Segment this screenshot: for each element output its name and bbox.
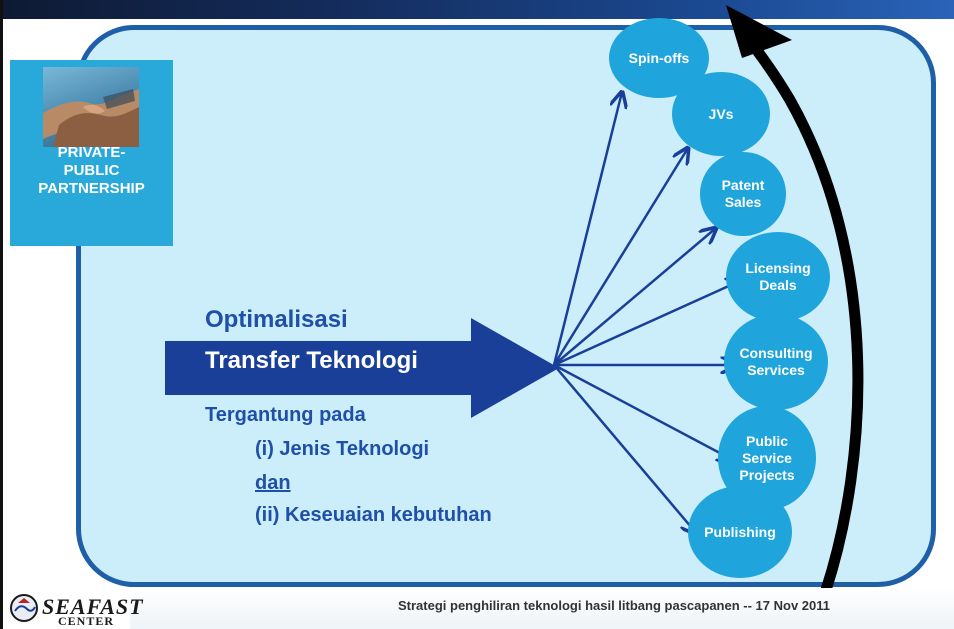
bubble-licensing-deals: Licensing Deals — [726, 232, 830, 322]
cycle-arrow — [734, 22, 864, 596]
footer-text: Strategi penghiliran teknologi hasil lit… — [398, 598, 830, 613]
connector-arrow-7 — [553, 364, 697, 534]
seafast-logo-sub: CENTER — [58, 614, 115, 628]
left-rule — [0, 0, 3, 629]
ppp-box: PRIVATE- PUBLIC PARTNERSHIP — [10, 60, 173, 246]
dependence-connector: dan — [255, 472, 291, 494]
cycle-arrowhead — [726, 5, 792, 58]
title-line2: Transfer Teknologi — [205, 347, 418, 374]
dependence-item-2: (ii) Keseuaian kebutuhan — [255, 504, 492, 526]
main-arrow — [165, 318, 559, 418]
connector-arrow-1 — [552, 92, 622, 366]
connector-arrow-4 — [553, 280, 742, 367]
dependence-item-1: (i) Jenis Teknologi — [255, 438, 430, 460]
dependence-label: Tergantung pada — [205, 404, 366, 426]
ppp-title: PRIVATE- PUBLIC PARTNERSHIP — [38, 144, 145, 197]
title-line1: Optimalisasi — [205, 306, 348, 333]
connector-arrow-3 — [553, 228, 716, 366]
footer-band — [130, 588, 954, 629]
bubble-patent-sales: Patent Sales — [700, 152, 786, 236]
seafast-logo-name: SEAFAST — [42, 594, 144, 619]
fan-arrows — [552, 92, 742, 534]
connector-arrow-6 — [553, 363, 733, 460]
bubble-publishing: Publishing — [688, 486, 792, 578]
handshake-photo — [43, 67, 139, 147]
connector-arrow-2 — [552, 148, 688, 366]
seafast-logo-emblem — [10, 594, 38, 622]
bubble-jvs: JVs — [672, 72, 770, 156]
bubble-consulting-services: Consulting Services — [724, 314, 828, 410]
top-bar — [0, 0, 954, 19]
bubble-spin-offs: Spin-offs — [609, 18, 709, 98]
